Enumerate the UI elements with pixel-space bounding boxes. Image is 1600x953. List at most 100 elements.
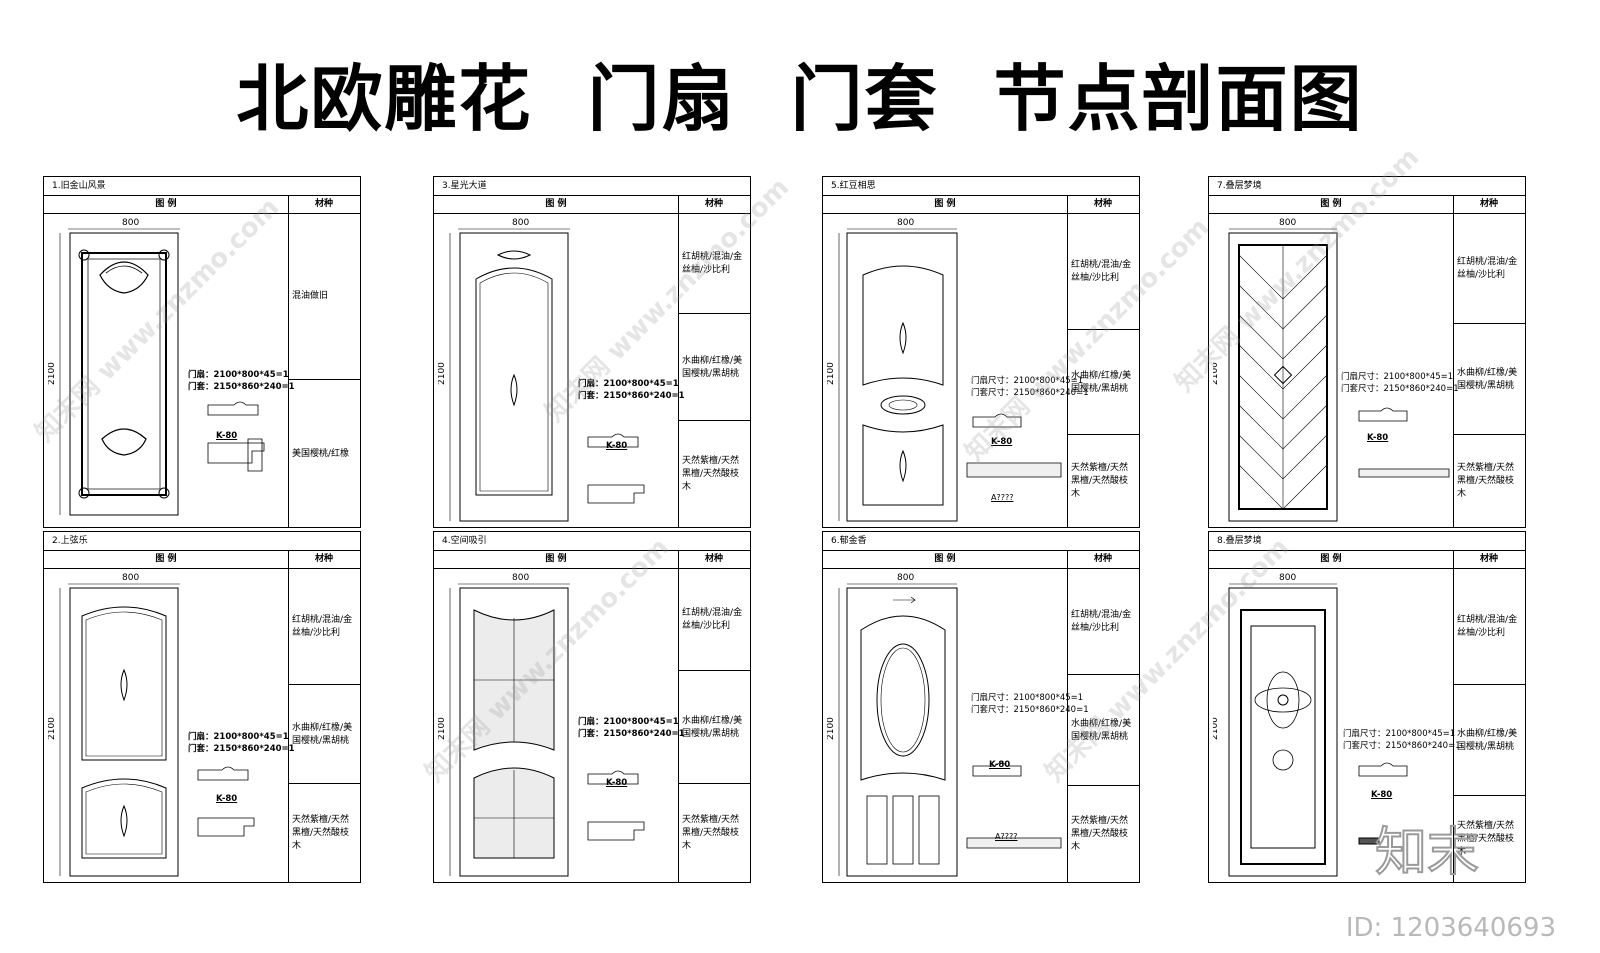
material-cell: 水曲柳/红橡/美国樱桃/黑胡桃 <box>1067 676 1139 786</box>
door-panel-2: 2.上弦乐 图 例 材种 红胡桃/混油/金丝柚/沙比利 水曲柳/红橡/美国樱桃/… <box>43 531 361 883</box>
profile-label: K-80 <box>1367 433 1389 443</box>
column-header: 图 例 材种 <box>1209 550 1525 569</box>
door-elevation-drawing: 800 2100 <box>48 218 265 516</box>
door-frame-spec: 门套尺寸：2150*860*240=1 <box>971 705 1089 715</box>
column-header: 图 例 材种 <box>823 195 1139 214</box>
profile-label: K-80 <box>216 794 238 804</box>
door-frame-spec: 门套：2150*860*240=1 <box>578 729 685 739</box>
svg-text:2100: 2100 <box>1213 717 1220 740</box>
panel-name: 5.红豆相思 <box>823 177 1139 196</box>
material-cell: 天然紫檀/天然黑檀/天然酸枝木 <box>1071 815 1129 852</box>
door-elevation-drawing: 800 2100 <box>827 218 1062 522</box>
panel-name: 8.叠层梦境 <box>1209 532 1525 551</box>
door-panel-8: 8.叠层梦境 图 例 材种 红胡桃/混油/金丝柚/沙比利 水曲柳/红橡/美国樱桃… <box>1208 531 1526 883</box>
material-cell: 红胡桃/混油/金丝柚/沙比利 <box>1067 214 1139 330</box>
door-leaf-spec: 门扇：2100*800*45=1 <box>578 717 679 727</box>
svg-text:800: 800 <box>512 573 529 583</box>
door-elevation-drawing: 800 2100 <box>1213 573 1408 877</box>
door-panel-6: 6.郁金香 图 例 材种 红胡桃/混油/金丝柚/沙比利 水曲柳/红橡/美国樱桃/… <box>822 531 1140 883</box>
svg-text:800: 800 <box>512 218 529 228</box>
column-header: 图 例 材种 <box>44 195 360 214</box>
svg-text:2100: 2100 <box>438 362 447 385</box>
svg-text:知末: 知末 <box>1375 823 1479 880</box>
column-header: 图 例 材种 <box>434 195 750 214</box>
material-cell: 水曲柳/红橡/美国樱桃/黑胡桃 <box>678 672 750 784</box>
material-cell: 红胡桃/混油/金丝柚/沙比利 <box>1067 569 1139 675</box>
profile-label: K-80 <box>216 431 238 441</box>
door-elevation-drawing: 800 2100 <box>438 573 645 877</box>
svg-text:800: 800 <box>897 218 914 228</box>
profile-label: K-80 <box>1371 790 1393 800</box>
panel-name: 7.叠层梦境 <box>1209 177 1525 196</box>
section-label: A???? <box>995 832 1018 841</box>
material-cell: 混油做旧 <box>288 214 360 380</box>
material-cell: 美国樱桃/红橡 <box>292 448 350 459</box>
material-cell: 红胡桃/混油/金丝柚/沙比利 <box>288 569 360 685</box>
material-cell: 天然紫檀/天然黑檀/天然酸枝木 <box>1457 820 1515 857</box>
material-cell: 水曲柳/红橡/美国樱桃/黑胡桃 <box>1453 686 1525 796</box>
height-dimension: 2100 <box>48 362 57 385</box>
door-elevation-drawing: 800 2100 <box>438 218 645 522</box>
panel-name: 1.旧金山风景 <box>44 177 360 196</box>
svg-text:2100: 2100 <box>1213 362 1220 385</box>
profile-label: K-80 <box>606 441 628 451</box>
door-leaf-spec: 门扇：2100*800*45=1 <box>188 370 289 380</box>
image-id: ID: 1203640693 <box>1345 913 1556 943</box>
door-frame-spec: 门套：2150*860*240=1 <box>578 391 685 401</box>
material-cell: 水曲柳/红橡/美国樱桃/黑胡桃 <box>1067 331 1139 435</box>
znzmo-logo: 知末 <box>1374 822 1480 880</box>
panel-name: 4.空间吸引 <box>434 532 750 551</box>
door-elevation-drawing: 800 2100 <box>48 573 255 877</box>
svg-text:2100: 2100 <box>48 717 57 740</box>
door-panel-7: 7.叠层梦境 图 例 材种 红胡桃/混油/金丝柚/沙比利 水曲柳/红橡/美国樱桃… <box>1208 176 1526 528</box>
door-frame-spec: 门套：2150*860*240=1 <box>188 744 295 754</box>
door-panel-1: 1.旧金山风景 图 例 材种 混油做旧 美国樱桃/红橡 800 2100 门扇：… <box>43 176 361 528</box>
material-cell: 水曲柳/红橡/美国樱桃/黑胡桃 <box>1453 325 1525 435</box>
material-cell: 天然紫檀/天然黑檀/天然酸枝木 <box>682 814 740 851</box>
door-leaf-spec: 门扇：2100*800*45=1 <box>188 732 289 742</box>
section-label: A???? <box>991 493 1014 502</box>
door-panel-4: 4.空间吸引 图 例 材种 红胡桃/混油/金丝柚/沙比利 水曲柳/红橡/美国樱桃… <box>433 531 751 883</box>
svg-text:800: 800 <box>1279 573 1296 583</box>
door-leaf-spec: 门扇尺寸：2100*800*45=1 <box>1341 372 1454 382</box>
door-leaf-spec: 门扇尺寸：2100*800*45=1 <box>971 376 1084 386</box>
svg-text:2100: 2100 <box>827 717 836 740</box>
door-frame-spec: 门套：2150*860*240=1 <box>188 382 295 392</box>
column-header: 图 例 材种 <box>434 550 750 569</box>
material-cell: 红胡桃/混油/金丝柚/沙比利 <box>1453 214 1525 324</box>
material-cell: 红胡桃/混油/金丝柚/沙比利 <box>1453 569 1525 685</box>
door-frame-spec: 门套尺寸：2150*860*240=1 <box>971 388 1089 398</box>
column-header: 图 例 材种 <box>44 550 360 569</box>
material-cell: 天然紫檀/天然黑檀/天然酸枝木 <box>682 455 740 492</box>
door-frame-spec: 门套尺寸：2150*860*240=1 <box>1341 384 1459 394</box>
material-cell: 红胡桃/混油/金丝柚/沙比利 <box>678 214 750 314</box>
door-elevation-drawing: 800 2100 <box>827 573 1062 877</box>
column-header: 图 例 材种 <box>823 550 1139 569</box>
width-dimension: 800 <box>122 218 139 228</box>
panel-name: 2.上弦乐 <box>44 532 360 551</box>
svg-text:800: 800 <box>122 573 139 583</box>
profile-label: K-80 <box>989 760 1011 770</box>
panel-name: 3.星光大道 <box>434 177 750 196</box>
svg-text:2100: 2100 <box>827 362 836 385</box>
profile-label: K-80 <box>991 437 1013 447</box>
material-cell: 天然紫檀/天然黑檀/天然酸枝木 <box>1457 462 1515 499</box>
page-title: 北欧雕花 门扇 门套 节点剖面图 <box>236 57 1364 141</box>
door-leaf-spec: 门扇尺寸：2100*800*45=1 <box>971 693 1084 703</box>
door-elevation-drawing: 800 2100 <box>1213 218 1450 522</box>
svg-text:2100: 2100 <box>438 717 447 740</box>
door-panel-5: 5.红豆相思 图 例 材种 红胡桃/混油/金丝柚/沙比利 水曲柳/红橡/美国樱桃… <box>822 176 1140 528</box>
material-cell: 红胡桃/混油/金丝柚/沙比利 <box>678 569 750 671</box>
door-panel-3: 3.星光大道 图 例 材种 红胡桃/混油/金丝柚/沙比利 水曲柳/红橡/美国樱桃… <box>433 176 751 528</box>
profile-label: K-80 <box>606 778 628 788</box>
door-leaf-spec: 门扇：2100*800*45=1 <box>578 379 679 389</box>
svg-text:800: 800 <box>1279 218 1296 228</box>
material-cell: 水曲柳/红橡/美国樱桃/黑胡桃 <box>678 315 750 421</box>
material-cell: 水曲柳/红橡/美国樱桃/黑胡桃 <box>288 686 360 784</box>
panel-name: 6.郁金香 <box>823 532 1139 551</box>
door-frame-spec: 门套尺寸：2150*860*240=1 <box>1343 741 1461 751</box>
column-header: 图 例 材种 <box>1209 195 1525 214</box>
svg-text:800: 800 <box>897 573 914 583</box>
door-leaf-spec: 门扇尺寸：2100*800*45=1 <box>1343 729 1456 739</box>
material-cell: 天然紫檀/天然黑檀/天然酸枝木 <box>292 814 350 851</box>
